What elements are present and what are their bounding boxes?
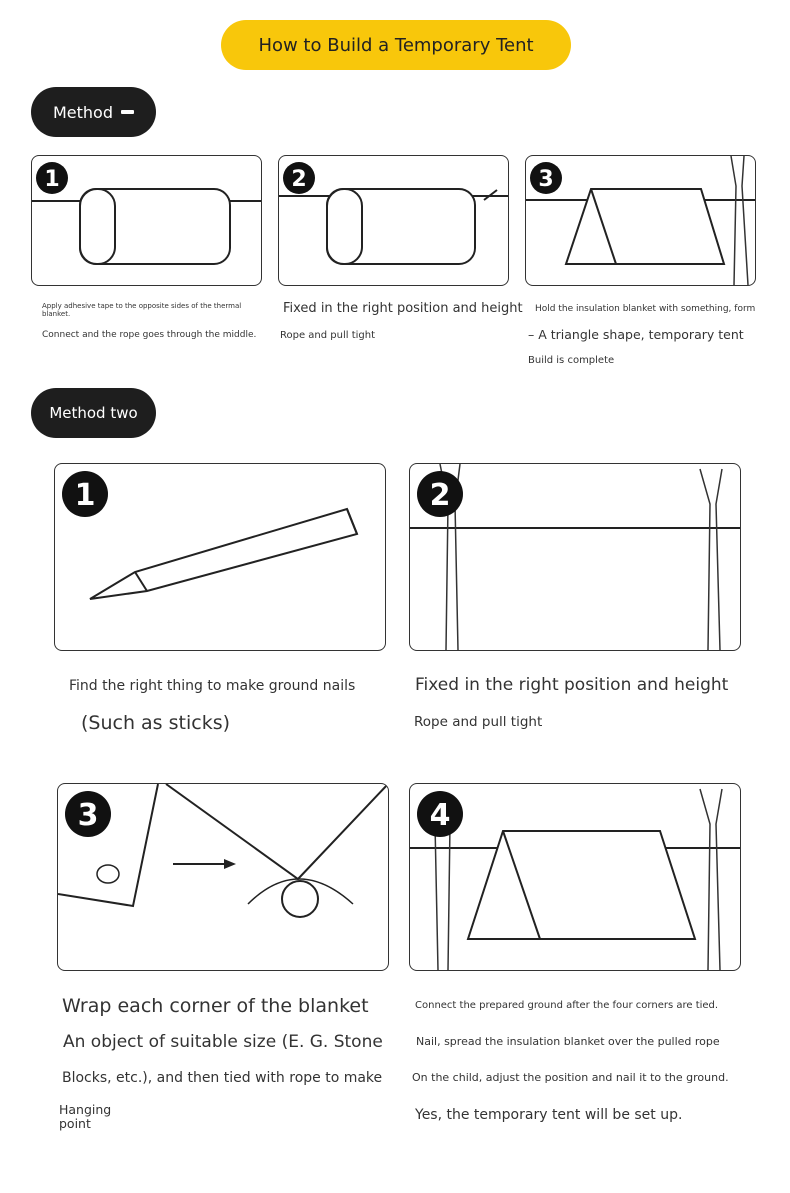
step-number: 1 — [75, 478, 96, 513]
method-one-step-1-illustration: 1 — [31, 155, 262, 286]
method-two-step-3-illustration: 3 — [57, 783, 389, 971]
step-text: point — [59, 1116, 91, 1131]
step-text: Apply adhesive tape to the opposite side… — [42, 302, 242, 310]
step-number: 2 — [430, 478, 451, 513]
step-number: 4 — [430, 798, 451, 833]
step-number: 3 — [78, 798, 99, 833]
step-text: Rope and pull tight — [280, 330, 376, 341]
step-number: 1 — [44, 167, 59, 192]
step-text: Find the right thing to make ground nail… — [69, 678, 356, 694]
step-text: Blocks, etc.), and then tied with rope t… — [62, 1070, 383, 1086]
step-text: Hold the insulation blanket with somethi… — [535, 304, 756, 314]
step-text: Fixed in the right position and height — [415, 675, 729, 695]
method-two-label: Method two — [49, 404, 138, 422]
step-text: Yes, the temporary tent will be set up. — [415, 1107, 683, 1123]
method-two-step-4-illustration: 4 — [409, 783, 741, 971]
step-text: Build is complete — [528, 355, 615, 366]
step-text: On the child, adjust the position and na… — [412, 1071, 729, 1084]
method-one-badge: Method — [31, 87, 156, 137]
step-number: 2 — [291, 167, 306, 192]
step-text: An object of suitable size (E. G. Stone — [63, 1032, 383, 1052]
step-text: – A triangle shape, temporary tent — [528, 327, 744, 342]
step-text: Rope and pull tight — [414, 714, 543, 730]
page-title: How to Build a Temporary Tent — [221, 20, 571, 70]
method-two-badge: Method two — [31, 388, 156, 438]
method-one-step-3-illustration: 3 — [525, 155, 756, 286]
minus-icon — [121, 110, 134, 114]
step-number: 3 — [538, 167, 553, 192]
step-text: Connect the prepared ground after the fo… — [415, 1000, 719, 1011]
step-text: blanket. — [42, 310, 71, 318]
step-text: Hanging — [59, 1102, 112, 1117]
step-text: Nail, spread the insulation blanket over… — [416, 1035, 720, 1048]
step-text: Wrap each corner of the blanket — [62, 995, 369, 1017]
step-text: Connect and the rope goes through the mi… — [42, 330, 257, 340]
step-text: (Such as sticks) — [81, 712, 231, 734]
method-one-step-2-illustration: 2 — [278, 155, 509, 286]
step-text: Fixed in the right position and height — [283, 301, 523, 316]
method-two-step-2-illustration: 2 — [409, 463, 741, 651]
method-two-step-1-illustration: 1 — [54, 463, 386, 651]
method-one-label: Method — [52, 102, 113, 122]
